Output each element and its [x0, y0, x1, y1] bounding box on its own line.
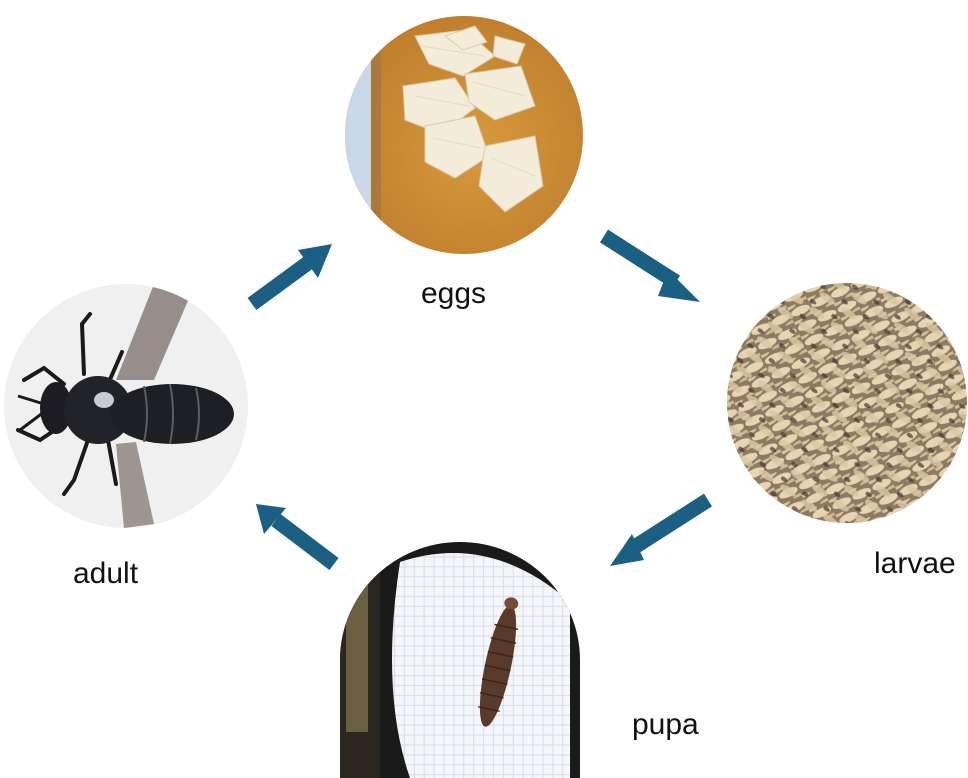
- eggs-photo: [345, 16, 583, 254]
- arrow-larvae-to-pupa: [604, 490, 716, 572]
- pupa-photo: [340, 542, 580, 778]
- adult-photo: [4, 284, 248, 528]
- arrow-adult-to-eggs: [240, 232, 340, 314]
- pupa-label: pupa: [632, 710, 699, 740]
- larvae-photo: [727, 283, 967, 523]
- larvae-label: larvae: [874, 549, 956, 579]
- arrow-eggs-to-larvae: [596, 226, 708, 308]
- eggs-label: eggs: [421, 279, 486, 309]
- adult-label: adult: [73, 559, 138, 589]
- arrow-pupa-to-adult: [250, 494, 344, 574]
